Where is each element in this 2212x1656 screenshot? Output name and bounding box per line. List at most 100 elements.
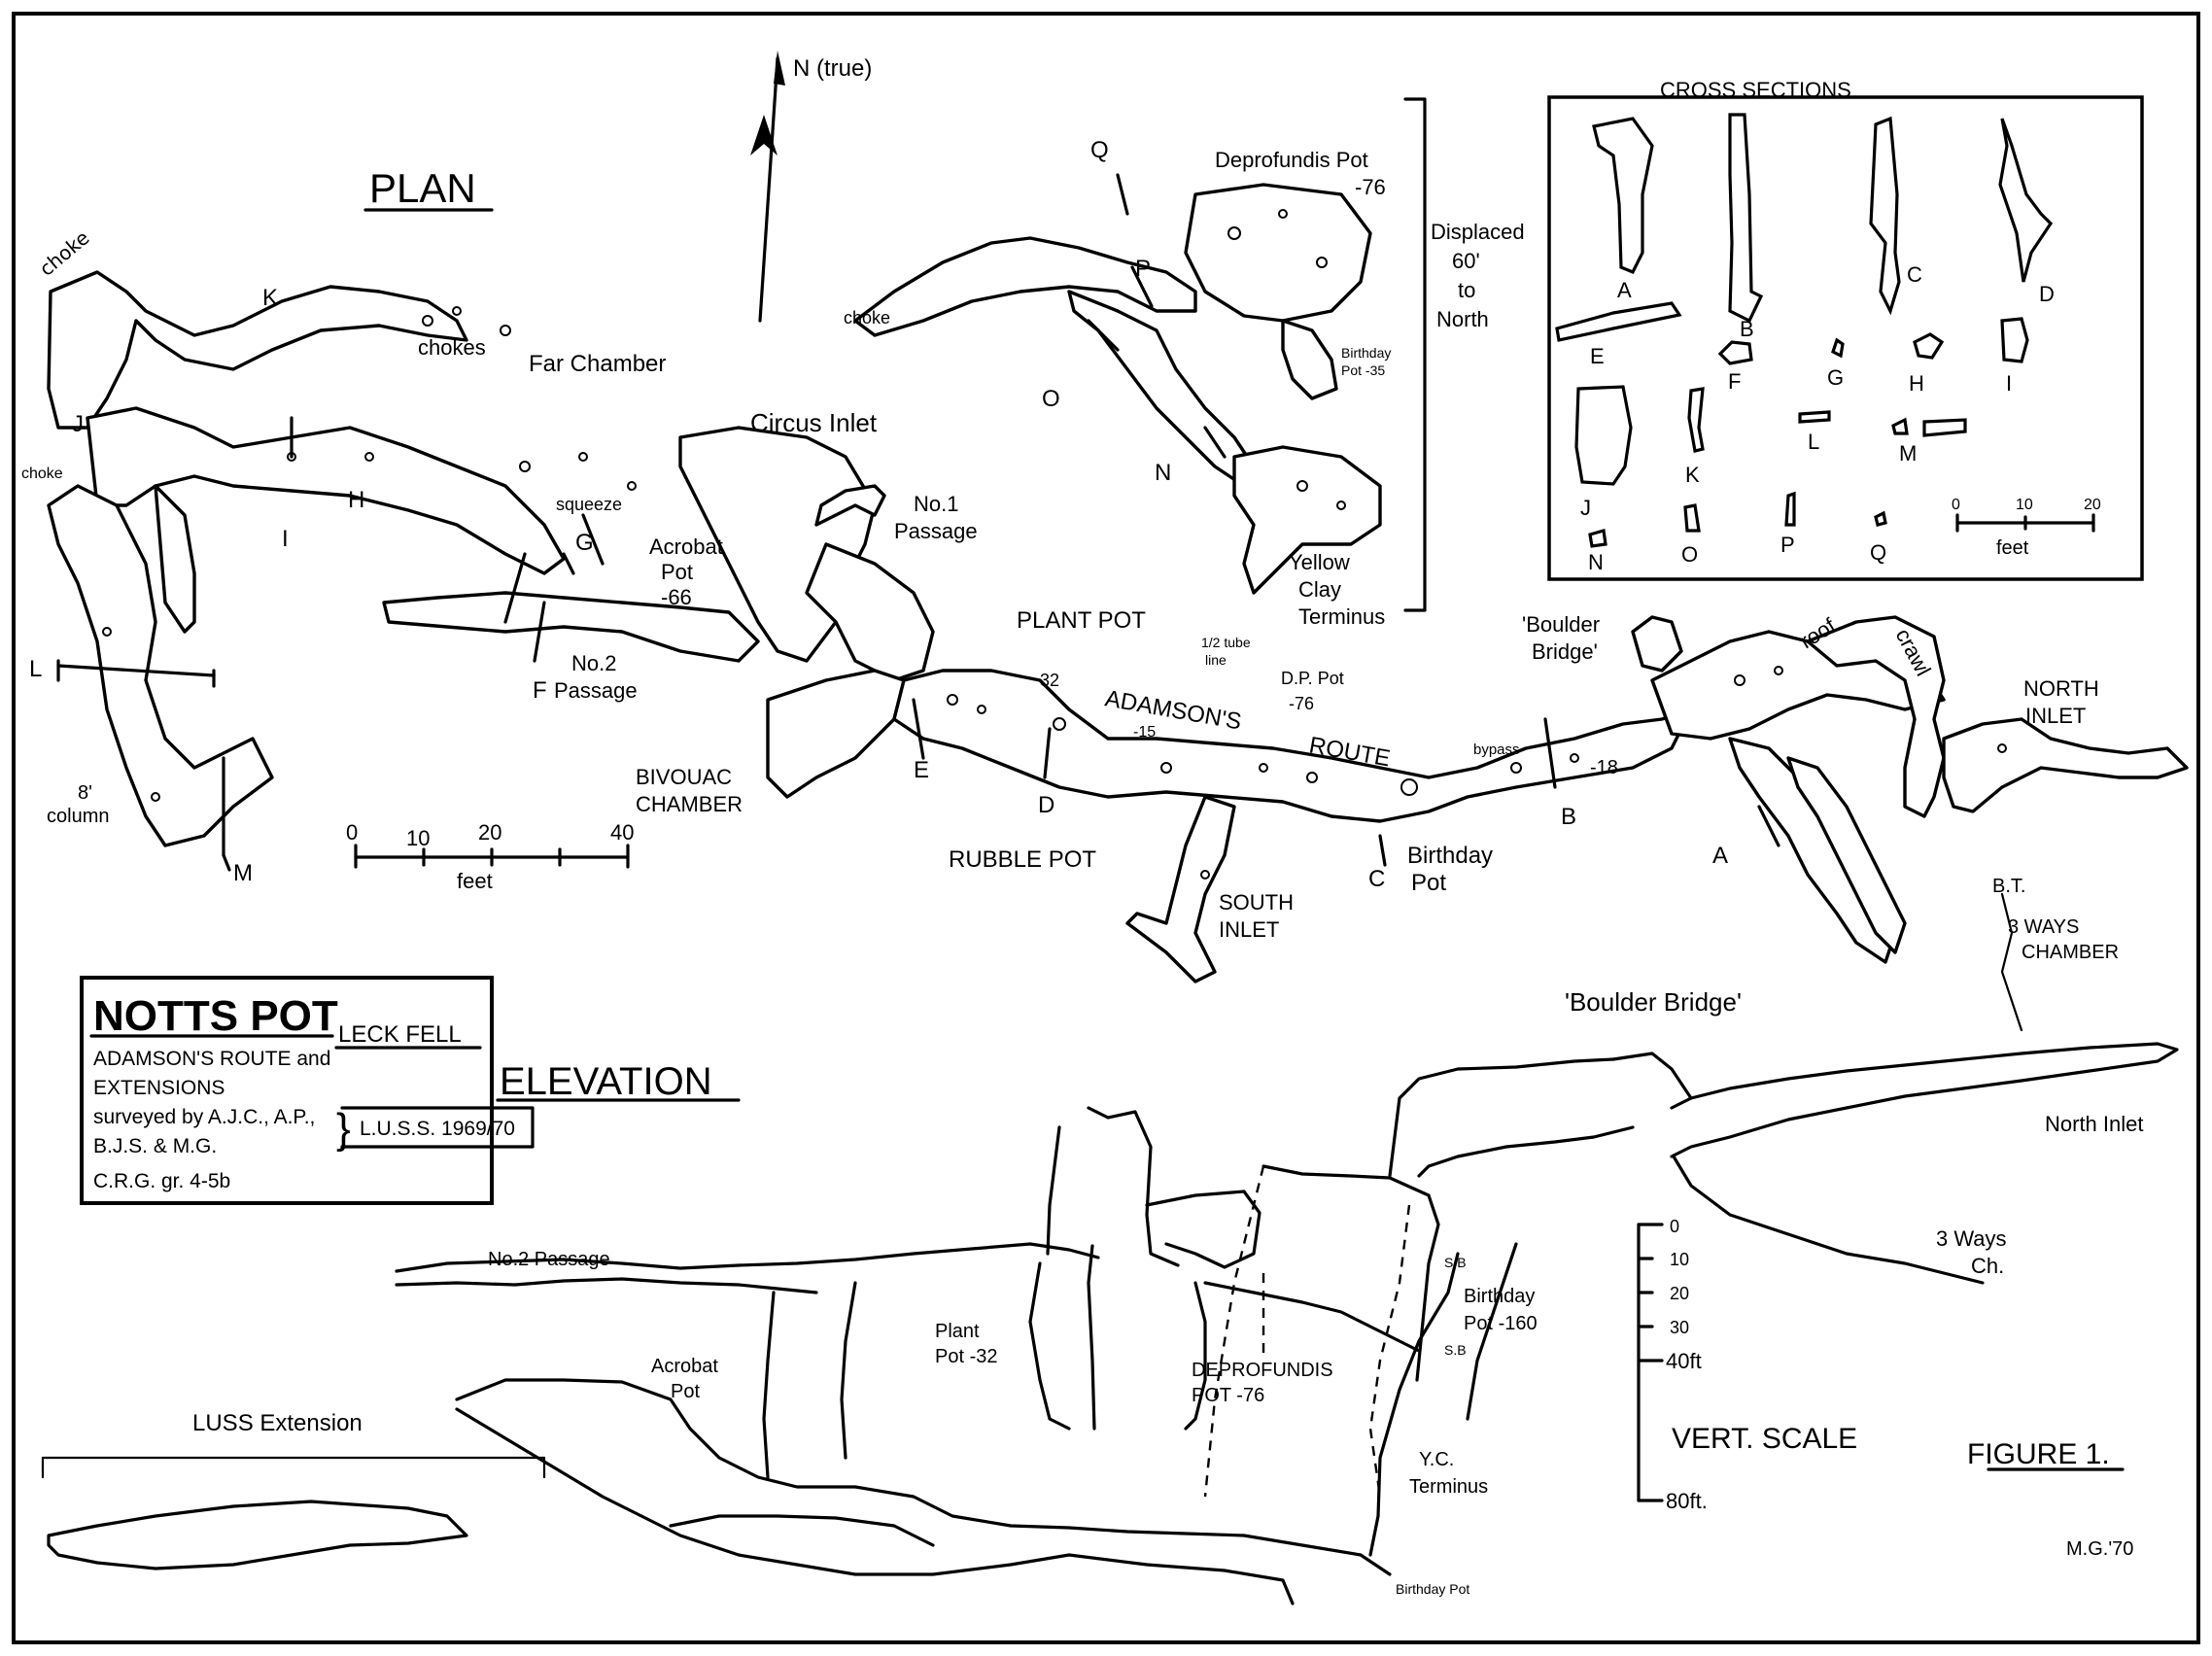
title-name: NOTTS POT [93, 992, 338, 1040]
title-line2: EXTENSIONS [93, 1077, 225, 1099]
plan-scale-tick-40: 40 [610, 820, 634, 845]
passage-a-south-2 [1786, 756, 1907, 954]
title-line3: surveyed by A.J.C., A.P., [93, 1106, 315, 1128]
elev-plant-line2: Pot -32 [935, 1346, 997, 1367]
label-bivouac-line1: BIVOUAC [636, 765, 732, 789]
label-three-ways-line1: 3 WAYS [2008, 916, 2079, 938]
label-circus-inlet: Circus Inlet [750, 408, 878, 437]
label-birthday-line2: Pot [1411, 870, 1446, 896]
elev-yc-line2: Terminus [1409, 1476, 1488, 1498]
elev-yc-line1: Y.C. [1419, 1449, 1454, 1470]
signature: M.G.'70 [2066, 1538, 2133, 1560]
vscale-tick-80: 80ft. [1666, 1489, 1708, 1513]
passage-west-trunk [86, 406, 566, 575]
inset-note-line4: North [1436, 307, 1489, 331]
label-far-chamber: Far Chamber [529, 351, 666, 377]
section-letter-j: J [72, 411, 84, 437]
label-half-tube: 1/2 tube line [1201, 635, 1255, 668]
inset-note: Displaced 60' to North [1431, 220, 1531, 331]
title-block: NOTTS POT LECK FELL ADAMSON'S ROUTE and … [80, 976, 535, 1205]
elev-deprofundis: DEPROFUNDIS POT -76 [1192, 1360, 1338, 1406]
elev-sb-1: S.B [1444, 1255, 1467, 1270]
xs-letter-c: C [1907, 262, 1922, 287]
title-line4: B.J.S. & M.G. [93, 1135, 217, 1157]
label-deprofundis-depth: -76 [1355, 175, 1386, 199]
label-squeeze: squeeze [556, 495, 622, 514]
label-chokes: chokes [418, 335, 486, 360]
xs-scale-tick-10: 10 [2016, 497, 2033, 513]
label-birthday-line1: Birthday [1407, 843, 1493, 869]
elev-sb-2: S.B [1444, 1342, 1467, 1358]
section-markers [56, 173, 1780, 872]
passage-bivouac [766, 669, 906, 799]
passage-choke-loop [47, 270, 468, 430]
section-letter-d: D [1038, 792, 1054, 818]
label-birthday-pot: Birthday Pot [1407, 843, 1500, 896]
label-south-line2: INLET [1219, 917, 1279, 942]
passage-q-p-link [853, 236, 1197, 337]
xs-scale-unit: feet [1996, 537, 2029, 559]
inset-note-line2: 60' [1452, 249, 1480, 273]
vscale-tick-20: 20 [1670, 1284, 1689, 1303]
xs-letter-a: A [1617, 278, 1632, 302]
label-no1-line1: No.1 [914, 492, 958, 516]
label-north-line2: INLET [2025, 704, 2086, 728]
elev-north-inlet: North Inlet [2045, 1112, 2144, 1136]
figure-label: FIGURE 1. [1967, 1438, 2110, 1470]
xs-scale: 0 10 20 feet [1952, 497, 2101, 559]
label-three-ways-line2: CHAMBER [2022, 942, 2119, 963]
section-letter-h: H [348, 487, 364, 513]
label-rubble-pot: RUBBLE POT [949, 846, 1096, 873]
passage-west-branch [47, 484, 274, 847]
vscale-label: VERT. SCALE [1672, 1423, 1857, 1455]
title-location: LECK FELL [338, 1021, 462, 1048]
elevation-view: ELEVATION LUSS Extension No.2 Passage [41, 987, 2179, 1605]
section-letter-b: B [1561, 804, 1576, 830]
label-adamsons: ADAMSON'S [1103, 685, 1243, 735]
label-boulder-line1: 'Boulder [1522, 612, 1600, 637]
label-bypass: bypass [1473, 742, 1520, 758]
xs-letter-l: L [1808, 430, 1819, 454]
label-south-line1: SOUTH [1219, 890, 1294, 914]
label-bt: B.T. [1992, 876, 2025, 897]
cross-sections-panel: CROSS SECTIONS A B C D E F G H I J K L M… [1547, 78, 2144, 581]
elev-birthday-line1: Birthday [1464, 1286, 1535, 1307]
section-letter-o: O [1042, 386, 1060, 412]
elev-birthday-small: Birthday Pot [1396, 1581, 1469, 1597]
label-ht-line1: 1/2 tube [1201, 635, 1251, 650]
inset-bracket [1403, 97, 1427, 612]
passage-boulder-bridge-top [1631, 615, 1683, 673]
title-brace: } [336, 1105, 351, 1153]
elev-no2-passage: No.2 Passage [488, 1249, 610, 1270]
north-arrow: N (true) [750, 51, 872, 323]
passage-no2 [382, 591, 760, 663]
cross-sections-title: CROSS SECTIONS [1660, 78, 1851, 102]
label-bdi-line1: Birthday [1341, 345, 1391, 361]
label-boulder-line2: Bridge' [1532, 639, 1598, 664]
plan-scale-unit: feet [457, 869, 493, 893]
xs-letter-o: O [1681, 542, 1698, 567]
north-label: N (true) [793, 55, 872, 82]
xs-letter-i: I [2006, 371, 2012, 396]
plan-scale-tick-10: 10 [406, 826, 430, 850]
label-three-ways: 3 WAYS CHAMBER [2008, 916, 2119, 963]
label-deprofundis: Deprofundis Pot [1215, 148, 1368, 172]
label-column-line1: 8' [78, 782, 92, 804]
plan-scale-tick-20: 20 [478, 820, 501, 845]
label-no1-passage: No.1 Passage [894, 492, 978, 543]
elev-acrobat-pot: Acrobat Pot [651, 1356, 724, 1402]
elev-yc-terminus: Y.C. Terminus [1409, 1449, 1488, 1498]
map-border [12, 12, 2200, 1644]
elev-acrobat-line1: Acrobat [651, 1356, 718, 1377]
passage-roof-crawl [1806, 615, 1946, 818]
passage-birthday-inset [1281, 319, 1338, 400]
label-depth-15: -15 [1133, 724, 1156, 741]
section-letter-q: Q [1090, 137, 1109, 163]
passage-west-lower-spur [154, 484, 196, 634]
elev-three-ways: 3 Ways Ch. [1936, 1226, 2013, 1278]
vscale-tick-0: 0 [1670, 1217, 1679, 1236]
section-letter-k: K [262, 285, 278, 311]
vscale-tick-30: 30 [1670, 1318, 1689, 1337]
label-dp-line1: D.P. Pot [1281, 669, 1344, 688]
